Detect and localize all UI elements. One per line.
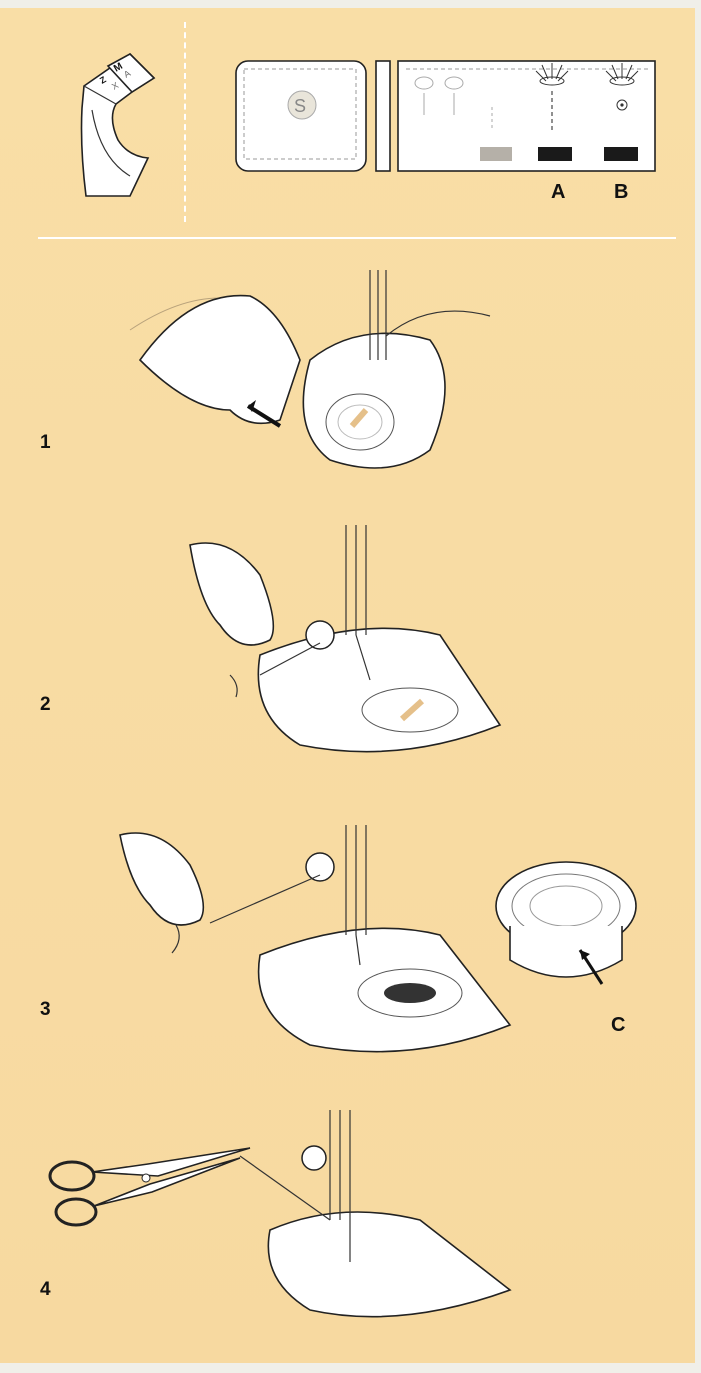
step-2-illustration xyxy=(160,515,550,775)
step-1-illustration xyxy=(130,250,510,490)
step-number-1: 1 xyxy=(40,432,51,454)
page-edge-top xyxy=(0,0,701,8)
page-edge-bottom xyxy=(0,1363,701,1373)
scissors-icon xyxy=(50,1148,250,1225)
bobbin-callout-c: C xyxy=(611,1014,625,1037)
inactive-setting-marker xyxy=(480,147,512,161)
marker-label-a: A xyxy=(551,181,565,204)
presser-foot-illustration: M A Z X xyxy=(70,48,180,198)
step-number-2: 2 xyxy=(40,694,51,716)
bobbin-illustration xyxy=(492,856,642,996)
step-number-4: 4 xyxy=(40,1279,51,1301)
control-panel-illustration: S xyxy=(230,55,655,175)
step-number-3: 3 xyxy=(40,999,51,1021)
horizontal-divider xyxy=(38,237,676,239)
setting-marker-a xyxy=(538,147,572,161)
vertical-divider xyxy=(184,22,186,222)
setting-marker-b xyxy=(604,147,638,161)
marker-label-b: B xyxy=(614,181,628,204)
step-4-illustration xyxy=(40,1100,520,1320)
page-edge-right xyxy=(695,0,701,1373)
logo-letter: S xyxy=(294,96,306,116)
